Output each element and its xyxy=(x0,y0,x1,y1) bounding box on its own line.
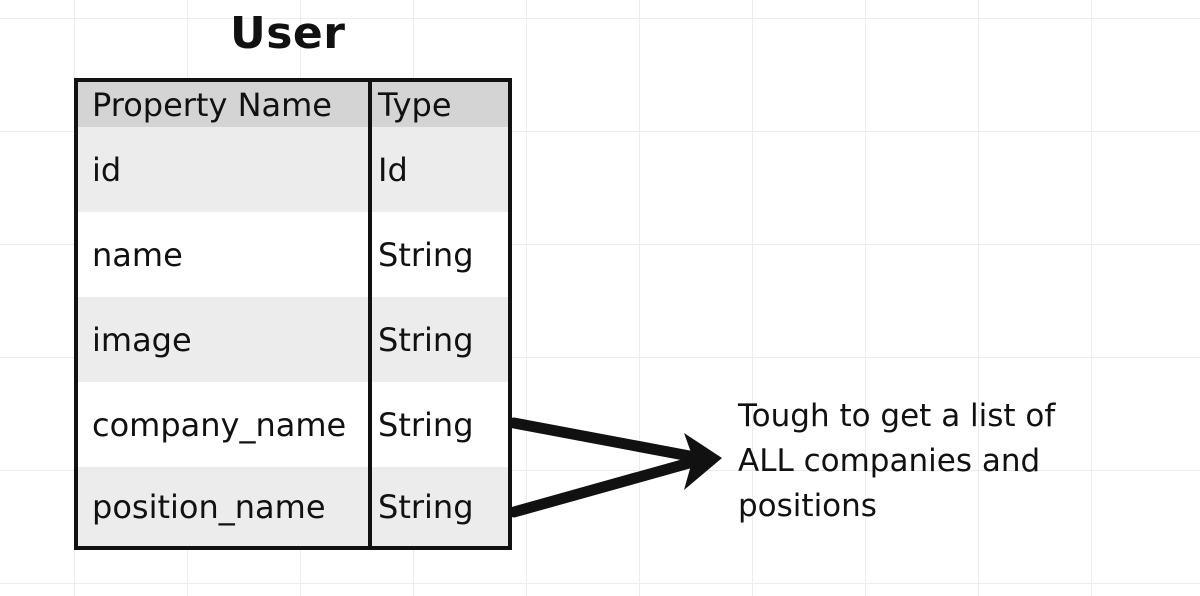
property-name-cell: image xyxy=(92,320,192,359)
header-type: Type xyxy=(378,85,452,124)
table-row: position_name String xyxy=(78,467,508,546)
header-property-name: Property Name xyxy=(92,85,332,124)
arrow-line-position xyxy=(508,454,706,518)
annotation-line: Tough to get a list of xyxy=(738,398,1056,434)
annotation-line: positions xyxy=(738,488,877,524)
table-row: company_name String xyxy=(78,382,508,467)
table-row: id Id xyxy=(78,127,508,212)
arrow-line-company xyxy=(508,417,706,464)
annotation-note: Tough to get a list of ALL companies and… xyxy=(738,394,1118,529)
entity-table: Property Name Type id Id name String ima… xyxy=(74,78,512,550)
property-name-cell: name xyxy=(92,235,183,274)
property-type-cell: String xyxy=(378,235,474,274)
property-name-cell: id xyxy=(92,150,122,189)
annotation-line: ALL companies and xyxy=(738,443,1041,479)
property-type-cell: Id xyxy=(378,150,408,189)
property-type-cell: String xyxy=(378,320,474,359)
property-type-cell: String xyxy=(378,405,474,444)
column-divider xyxy=(368,82,372,546)
property-name-cell: position_name xyxy=(92,487,326,526)
table-row: name String xyxy=(78,212,508,297)
table-row: image String xyxy=(78,297,508,382)
property-type-cell: String xyxy=(378,487,474,526)
entity-title: User xyxy=(230,8,346,59)
arrowhead-icon xyxy=(684,433,722,490)
property-name-cell: company_name xyxy=(92,405,347,444)
table-header-row: Property Name Type xyxy=(78,82,508,127)
